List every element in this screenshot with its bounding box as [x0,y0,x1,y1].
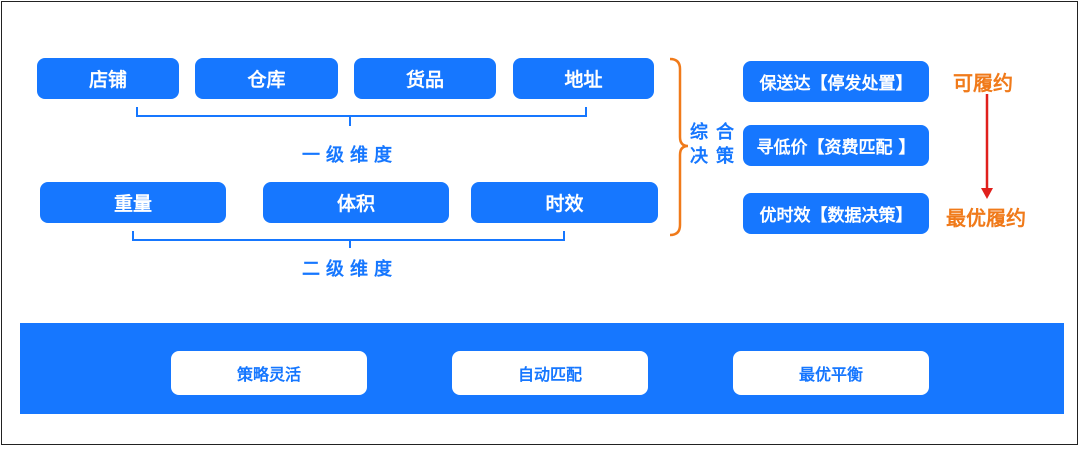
outcome-fulfillable: 可履约 [953,71,1013,95]
decision-brace [669,57,689,237]
decision-label-line1: 综合 [690,122,742,143]
footer-item-optimal-balance: 最优平衡 [733,351,929,395]
outcome-optimal-fulfillment: 最优履约 [946,206,1026,230]
strategy-box-low-price: 寻低价【资费匹配 】 [743,125,929,166]
footer-item-auto-match: 自动匹配 [452,351,648,395]
first-level-caption: 一级维度 [302,145,398,166]
first-level-box-address: 地址 [513,58,654,99]
second-level-caption: 二级维度 [302,259,398,280]
first-level-bracket [136,107,587,126]
outcome-arrow-head [981,188,993,199]
footer-band: 策略灵活 自动匹配 最优平衡 [20,323,1064,414]
first-level-box-store: 店铺 [37,58,179,99]
strategy-box-delivery: 保送达【停发处置】 [743,61,929,102]
first-level-box-warehouse: 仓库 [195,58,338,99]
second-level-bracket [132,231,565,248]
first-level-box-goods: 货品 [354,58,496,99]
decision-label-line2: 决策 [690,146,742,167]
second-level-box-volume: 体积 [263,182,449,223]
footer-item-flexible-strategy: 策略灵活 [171,351,367,395]
strategy-box-timeliness: 优时效【数据决策】 [743,193,929,234]
second-level-box-weight: 重量 [40,182,226,223]
second-level-box-timeliness: 时效 [471,182,658,223]
decision-label: 综合 决策 [690,121,742,169]
